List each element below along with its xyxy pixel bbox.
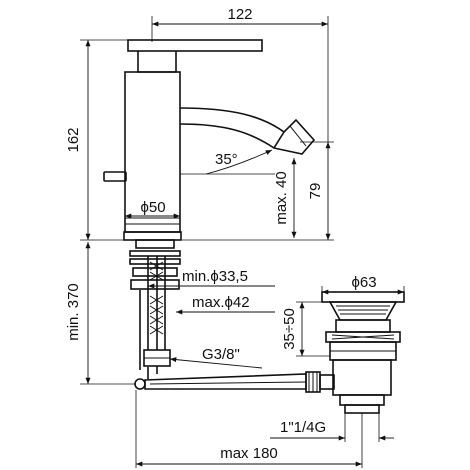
- washer-1: [129, 250, 181, 257]
- drain-flange: [328, 301, 398, 321]
- dimension-min-hole: min.ϕ33,5: [148, 268, 275, 289]
- popup-rod-knob: [103, 171, 127, 182]
- mounting-shank: [129, 239, 307, 390]
- dimension-max-depth: max. 40: [273, 158, 297, 238]
- dimension-min-length: min. 370: [65, 242, 136, 385]
- base-flange: [123, 231, 182, 241]
- spout-height-label: 79: [307, 183, 324, 200]
- dimension-spout-height: 79: [182, 141, 334, 241]
- dimension-connection: G3/8": [169, 346, 263, 369]
- dimension-waste-thread: 1"1/4G: [270, 413, 394, 442]
- connection-label: G3/8": [202, 346, 240, 363]
- lock-nut: [130, 279, 180, 290]
- dimension-angle: 35°: [180, 149, 275, 175]
- lever-joint: [137, 51, 177, 73]
- popup-rod-pivot: [134, 378, 146, 390]
- dimension-waste-range: 35÷50: [281, 301, 334, 357]
- washer-2: [129, 258, 181, 265]
- drain-tail-nut: [339, 394, 385, 406]
- popup-link-rod: [144, 373, 307, 390]
- dimension-max-hole: max.ϕ42: [176, 294, 275, 315]
- dimension-body-diameter: ϕ50: [125, 199, 180, 219]
- waste-range-label: 35÷50: [281, 308, 298, 350]
- shank-nut-top: [135, 239, 175, 249]
- body-diameter-label: ϕ50: [140, 199, 165, 216]
- max-width-label: max 180: [220, 445, 278, 462]
- spout-top-edge: [179, 107, 285, 133]
- spout-bottom-edge: [179, 123, 275, 149]
- height-label: 162: [65, 127, 82, 152]
- drain-tail-body: [332, 359, 392, 396]
- fixing-nut: [132, 267, 178, 277]
- min-hole-label: min.ϕ33,5: [182, 268, 248, 285]
- max-depth-label: max. 40: [273, 171, 290, 224]
- faucet-body: [103, 39, 316, 241]
- max-hole-label: max.ϕ42: [192, 294, 250, 311]
- aerator: [272, 118, 316, 155]
- braided-hose: [149, 261, 164, 335]
- min-length-label: min. 370: [65, 283, 82, 341]
- waste-drain: [305, 291, 405, 414]
- dimension-max-width: max 180: [135, 390, 363, 468]
- waste-diameter-label: ϕ63: [351, 274, 376, 291]
- waste-thread-label: 1"1/4G: [280, 419, 326, 436]
- width-top-label: 122: [227, 6, 252, 23]
- drain-cap: [321, 291, 405, 303]
- dimension-waste-diameter: ϕ63: [321, 274, 405, 295]
- pivot-sleeve: [319, 374, 335, 390]
- dimension-width-top: 122: [151, 6, 329, 142]
- drain-tail-end: [344, 404, 380, 414]
- angle-label: 35°: [215, 151, 238, 168]
- lever-handle: [127, 39, 263, 52]
- dimension-height: 162: [65, 39, 128, 241]
- drain-body-upper: [335, 319, 391, 333]
